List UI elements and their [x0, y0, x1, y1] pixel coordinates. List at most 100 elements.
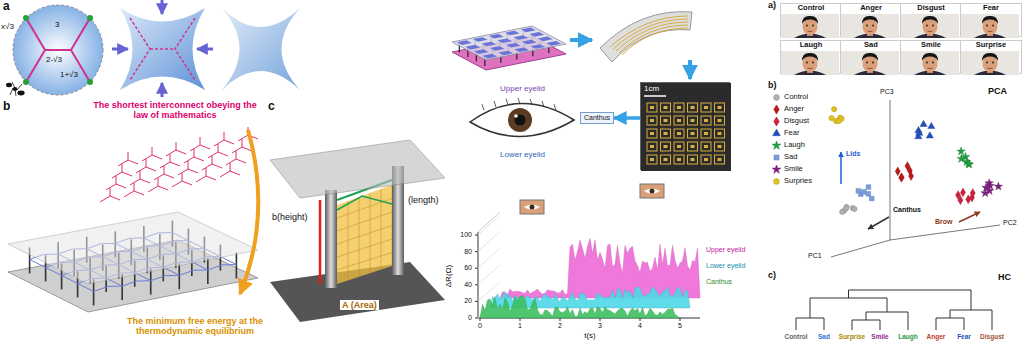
- process-arrow-part: [688, 60, 692, 79]
- response-graph-part: [478, 232, 500, 252]
- photo-picture-part: [674, 142, 684, 151]
- steiner-circle-part: [87, 15, 93, 21]
- pca-plot-part: [960, 188, 965, 197]
- tick-label: 5: [678, 322, 682, 330]
- response-graph-part: [475, 251, 478, 252]
- series-label: Upper eyelid: [706, 246, 745, 254]
- photo-picture-part: [715, 129, 725, 138]
- leaf-label: Control: [784, 333, 807, 340]
- sensor-chip-part: [530, 44, 545, 49]
- pca-plot-part: [899, 173, 904, 182]
- leaf-label: Fear: [957, 333, 971, 340]
- legend-symbol: [773, 129, 781, 136]
- network-lines-part: [184, 157, 204, 163]
- face-label: Control: [781, 4, 841, 13]
- face-picture-part: [986, 62, 988, 64]
- face-picture-part: [901, 14, 959, 38]
- network-lines-part: [110, 188, 111, 196]
- photo-picture-part: [688, 142, 698, 151]
- photo-picture-part: [674, 129, 684, 138]
- dendrogram-part: [849, 290, 972, 310]
- dendrogram-part: [950, 310, 992, 330]
- pca-plot-part: [966, 195, 971, 204]
- face-picture-part: [961, 14, 1019, 38]
- pca-plot-part: [836, 119, 841, 124]
- photo-picture-part: [704, 132, 708, 135]
- connector-arrow: [614, 116, 640, 120]
- membrane-shape-part: [130, 18, 150, 80]
- response-graph-part: [475, 235, 478, 236]
- network-lines-part: [100, 196, 120, 202]
- photo-picture-part: [688, 155, 698, 164]
- response-graph-part: [475, 284, 478, 285]
- sensor-chip-part: [497, 38, 512, 43]
- face-picture-part: [922, 16, 938, 24]
- face-image: Smile: [900, 40, 962, 74]
- face-picture-part: [932, 62, 934, 64]
- legend-text: Surpries: [784, 177, 812, 185]
- face-label: Sad: [841, 41, 901, 50]
- pca-plot-part: [956, 191, 961, 200]
- photo-picture-part: [650, 158, 654, 161]
- face-picture-part: [781, 14, 839, 38]
- pca-plot-part: [890, 100, 891, 240]
- sensor-chip-part: [513, 35, 528, 40]
- membrane-shape-part: [150, 48, 175, 50]
- photo-picture-part: [650, 145, 654, 148]
- photo-picture-part: [715, 155, 725, 164]
- legend-marker: [772, 105, 781, 114]
- face-picture-part: [808, 31, 813, 33]
- flexible-sensor-part: [600, 12, 692, 62]
- network-lines-part: [208, 152, 228, 158]
- network-lines-part: [152, 147, 153, 155]
- sensor-chip-part: [482, 54, 497, 59]
- pca-plot-part: [920, 120, 927, 126]
- legend-entry: Fear: [772, 129, 799, 138]
- flexible-sensor-part: [616, 22, 688, 51]
- network-lines-part: [118, 160, 138, 166]
- response-graph-part: [480, 296, 680, 318]
- response-graph-part: [500, 238, 700, 298]
- tick-label: 60: [464, 264, 472, 272]
- face-picture-part: [802, 53, 818, 61]
- response-graph-part: [478, 232, 479, 318]
- face-picture-part: [866, 25, 868, 27]
- tick-label: 40: [464, 281, 472, 289]
- ant-icon-part: [17, 84, 22, 90]
- interconnect-array-part: [94, 286, 123, 291]
- photo-picture-part: [650, 119, 654, 122]
- network-lines-part: [140, 171, 141, 179]
- legend-text: Laugh: [784, 141, 805, 149]
- dendrogram-part: [796, 318, 824, 330]
- face-picture-part: [872, 62, 874, 64]
- network-lines-part: [220, 171, 240, 177]
- pca-plot-part: [856, 189, 861, 194]
- eye-thumbnail: [520, 200, 544, 214]
- interconnect-array-part: [207, 258, 209, 284]
- eye-diagram-part: [542, 101, 544, 107]
- eye-diagram-part: [494, 101, 496, 107]
- photo-picture-part: [674, 103, 684, 112]
- network-lines-part: [130, 179, 150, 185]
- tick-label: 20: [464, 297, 472, 305]
- pca-plot-part: [909, 172, 914, 181]
- face-picture-part: [988, 31, 993, 33]
- photo-picture-part: [661, 142, 671, 151]
- flexible-sensor: [600, 12, 692, 62]
- legend-entry: Anger: [772, 105, 804, 114]
- network-lines-part: [200, 137, 201, 145]
- series-label: Canthus: [706, 278, 732, 286]
- legend-symbol: [774, 105, 779, 114]
- response-graph-part: [478, 265, 500, 285]
- response-graph-part: [475, 318, 478, 319]
- face-picture-part: [992, 62, 994, 64]
- face-picture-part: [841, 14, 899, 38]
- eye-thumbnail-part: [524, 205, 540, 210]
- photo-picture-part: [664, 145, 668, 148]
- sensor-chip-part: [457, 40, 472, 45]
- network-lines-part: [190, 145, 210, 151]
- face-label: Surprise: [961, 41, 1021, 50]
- pca-plot-part: [994, 182, 1002, 190]
- membrane-shape-part: [197, 48, 213, 51]
- face-image: Sad: [840, 40, 902, 74]
